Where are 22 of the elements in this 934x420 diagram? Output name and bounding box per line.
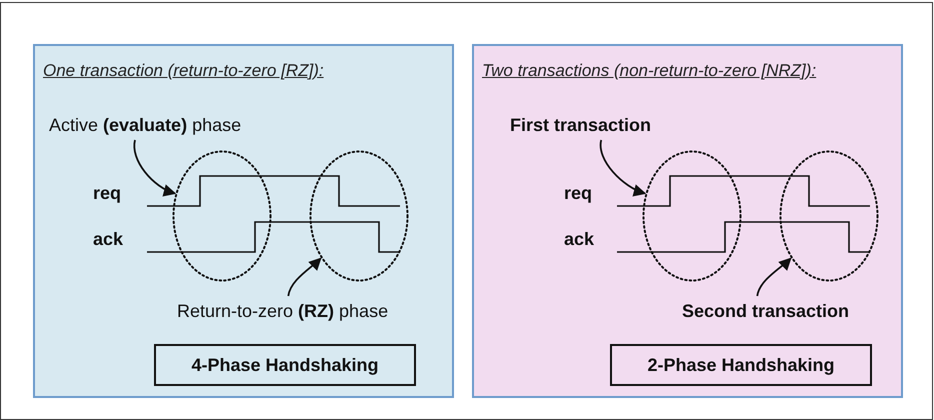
panel-heading: One transaction (return-to-zero [RZ]): — [43, 60, 324, 82]
title-box: 4-Phase Handshaking — [154, 344, 416, 386]
annotation-text: First transaction — [510, 112, 700, 138]
signal-name: req — [564, 184, 592, 202]
curved-arrow — [756, 258, 792, 296]
annotation-text: Second transaction — [682, 298, 897, 324]
panel — [472, 44, 903, 398]
signal-name: ack — [93, 230, 124, 248]
dotted-ellipse — [172, 150, 272, 282]
annotation-text: Return-to-zero (RZ) phase — [177, 298, 442, 324]
dotted-ellipse — [309, 150, 409, 282]
curved-arrow — [133, 140, 176, 196]
curved-arrow — [287, 258, 322, 296]
title-box: 2-Phase Handshaking — [610, 344, 872, 386]
signal-name: req — [93, 184, 122, 202]
dotted-ellipse — [642, 150, 742, 282]
dotted-ellipse — [779, 150, 879, 282]
panel — [33, 44, 454, 398]
signal-name: ack — [564, 230, 594, 248]
curved-arrow — [600, 140, 646, 196]
panel-heading: Two transactions (non-return-to-zero [NRZ]): — [482, 60, 816, 82]
annotation-text: Active (evaluate) phase — [49, 112, 264, 138]
